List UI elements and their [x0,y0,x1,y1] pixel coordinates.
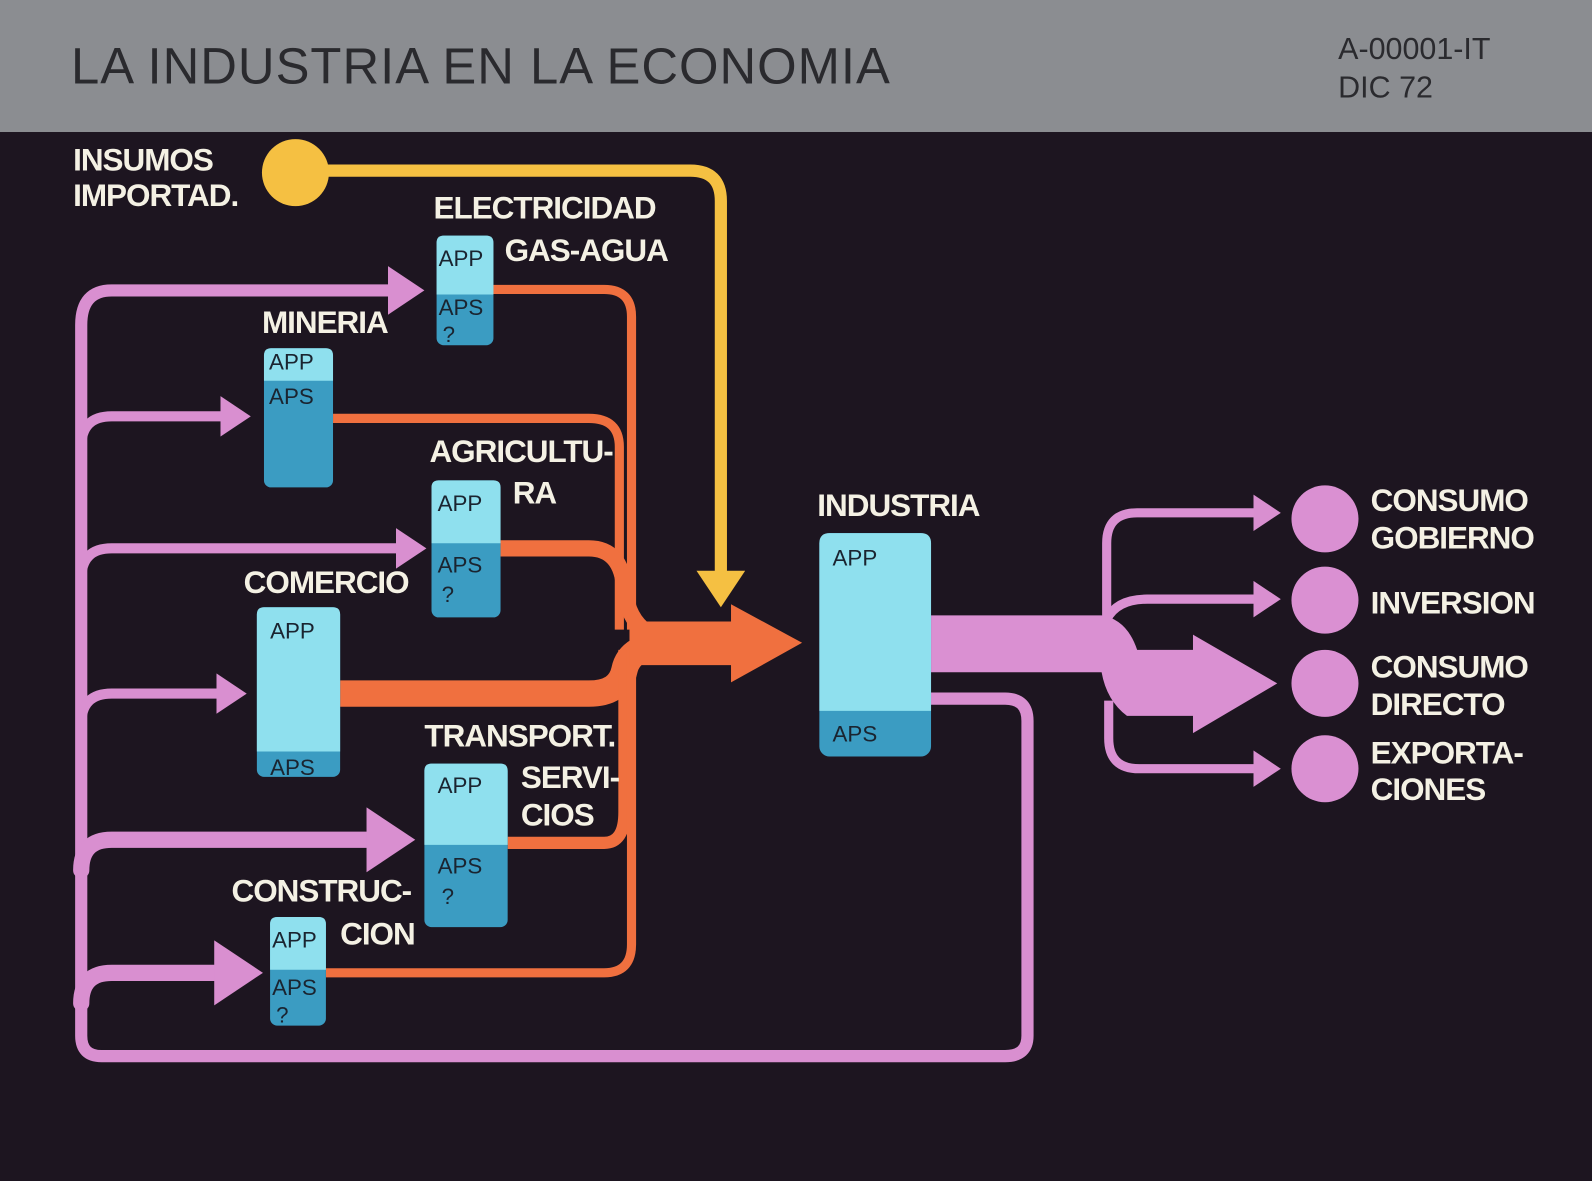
app-label: APP [270,619,315,644]
sector-transporte: APP APS ? TRANSPORT. SERVI- CIOS [424,718,621,928]
unknown-label: ? [442,884,454,909]
imports-label-1: INSUMOS [73,143,213,178]
app-label: APP [438,491,483,516]
industry-output-flows [931,494,1281,787]
unknown-label: ? [443,322,455,347]
sector-name-2: GAS-AGUA [505,233,668,268]
sector-mineria: APP APS MINERIA [262,305,389,488]
document-date: DIC 72 [1338,70,1433,104]
sector-construccion: APP APS ? CONSTRUC- CION [231,874,415,1028]
sector-name-2: SERVI- [521,760,620,795]
sector-name: TRANSPORT. [424,718,615,753]
industry-input-flows [73,266,1034,1063]
destination-label: EXPORTA- [1371,736,1524,771]
destination-label-2: CIONES [1371,772,1486,807]
sector-name: INDUSTRIA [817,488,979,523]
unknown-label: ? [276,1003,288,1028]
sector-agricultura: APP APS ? AGRICULTU- RA [429,434,614,618]
sector-name-2: RA [513,476,557,511]
imports-circle [261,139,329,207]
destination-label-2: DIRECTO [1371,687,1505,722]
destination-label: CONSUMO [1371,483,1529,518]
document-code: A-00001-IT [1338,32,1490,66]
sector-electricidad: APP APS ? ELECTRICIDAD GAS-AGUA [434,190,670,347]
sector-name: AGRICULTU- [429,434,613,469]
destination-label-2: GOBIERNO [1371,520,1535,555]
aps-label: APS [438,553,483,578]
sector-name: MINERIA [262,305,388,340]
destination-consumo-directo: CONSUMO DIRECTO [1291,649,1529,722]
destination-label: INVERSION [1371,585,1535,620]
page-title: LA INDUSTRIA EN LA ECONOMIA [71,37,891,94]
unknown-label: ? [442,582,454,607]
app-label: APP [833,546,878,571]
header-band: LA INDUSTRIA EN LA ECONOMIA A-00001-IT D… [0,0,1592,133]
imports-flow [324,164,746,608]
destination-label: CONSUMO [1371,649,1529,684]
sector-name: COMERCIO [244,565,409,600]
app-label: APP [439,246,484,271]
destination-inversion: INVERSION [1291,566,1536,634]
sector-name: ELECTRICIDAD [434,190,656,225]
imports-label-2: IMPORTAD. [73,178,238,213]
sector-name-3: CIOS [521,798,594,833]
aps-label: APS [833,721,878,746]
sector-industria: APP APS INDUSTRIA [817,488,981,757]
app-label: APP [438,773,483,798]
app-label: APP [272,927,317,952]
sector-name-2: CION [340,916,415,951]
aps-label: APS [272,975,317,1000]
aps-label: APS [438,853,483,878]
sector-flows [325,284,803,978]
aps-label: APS [269,384,314,409]
sector-comercio: APP APS COMERCIO [244,565,410,780]
app-label: APP [269,350,314,375]
aps-label: APS [270,755,315,780]
aps-label: APS [439,295,484,320]
sector-name: CONSTRUC- [231,874,411,909]
destination-consumo-gobierno: CONSUMO GOBIERNO [1291,483,1535,555]
destination-exportaciones: EXPORTA- CIONES [1291,735,1524,807]
